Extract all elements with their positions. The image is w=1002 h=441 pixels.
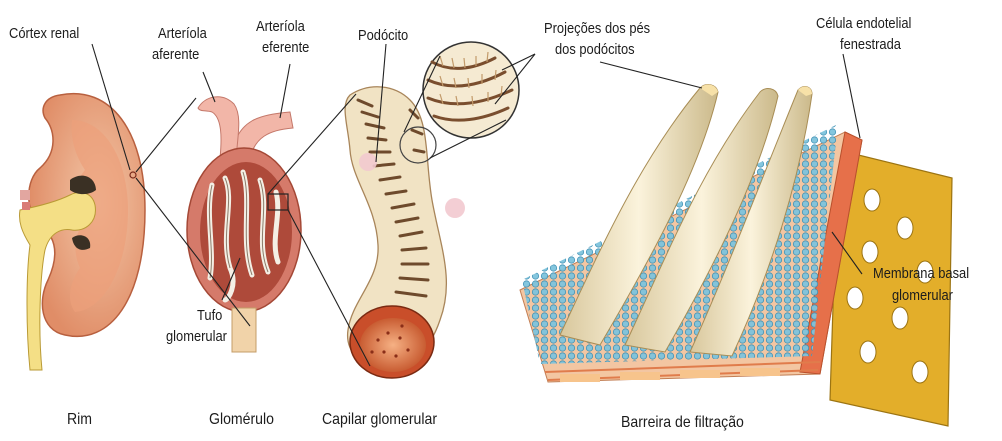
caption-capilar-glomerular: Capilar glomerular [322,411,437,429]
label-arteriola-eferente-line2: eferente [262,39,309,56]
label-arteriola-aferente-line2: aferente [152,46,199,63]
label-celula-endotelial-line1: Célula endotelial [816,15,911,32]
label-celula-endotelial-line2: fenestrada [840,36,901,53]
label-membrana-basal-line2: glomerular [892,287,953,304]
label-projecoes-line1: Projeções dos pés [544,20,650,37]
label-arteriola-aferente-line1: Arteríola [158,25,207,42]
label-cortex-renal: Córtex renal [9,25,79,42]
label-tufo-line1: Tufo [197,307,222,324]
label-projecoes-line2: dos podócitos [555,41,635,58]
kidney-illustration [19,94,145,370]
label-podocito: Podócito [358,27,408,44]
capillary-illustration [345,42,519,378]
label-membrana-basal-line1: Membrana basal [873,265,969,282]
filtration-barrier-illustration [520,85,952,426]
label-tufo-line2: glomerular [166,328,227,345]
caption-barreira-de-filtracao: Barreira de filtração [621,414,744,432]
caption-glomerulo: Glomérulo [209,411,274,429]
caption-rim: Rim [67,411,92,429]
label-arteriola-eferente-line1: Arteríola [256,18,305,35]
